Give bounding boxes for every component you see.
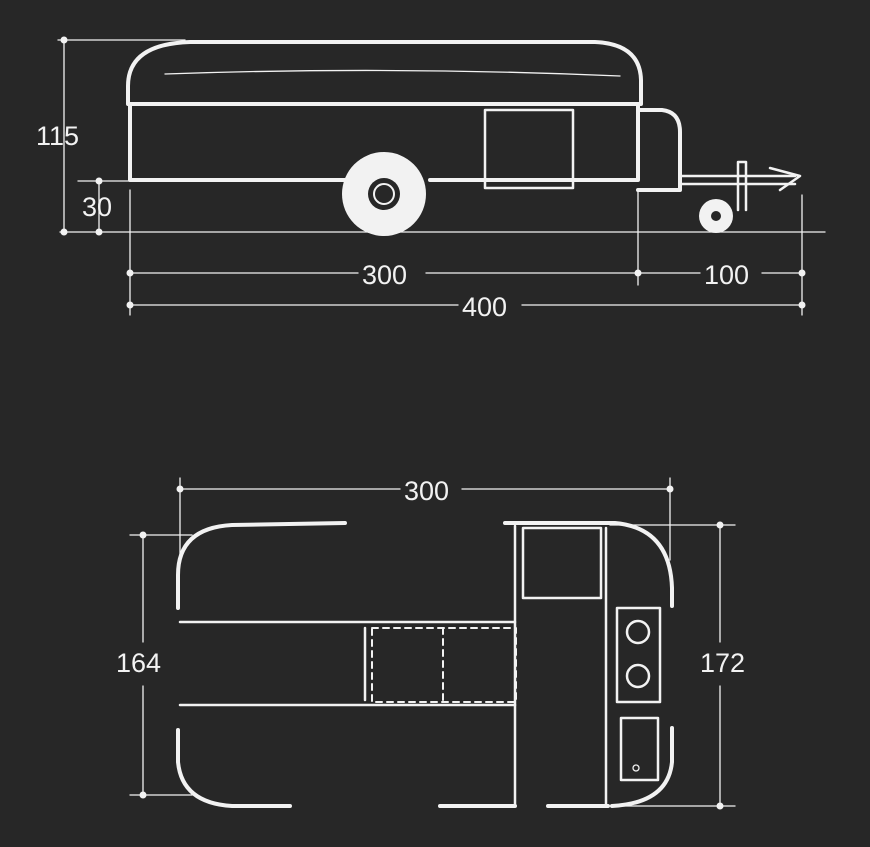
left-front-corner xyxy=(176,521,347,610)
body-length-label: 300 xyxy=(362,260,407,290)
body-length-dimension xyxy=(126,189,806,316)
clearance-dimension xyxy=(77,177,131,236)
roof-line xyxy=(164,69,621,77)
front-box xyxy=(636,108,682,192)
burner-2 xyxy=(625,663,651,689)
main-wheel xyxy=(342,152,426,236)
height-label: 115 xyxy=(36,121,79,151)
interior-width-dimension xyxy=(129,531,193,799)
right-top-wall xyxy=(503,521,674,608)
height-dimension xyxy=(57,36,186,236)
drawbar xyxy=(678,160,802,212)
total-length-dimension xyxy=(126,301,806,309)
drawbar-length-label: 100 xyxy=(704,260,749,290)
sink-drain xyxy=(632,764,640,772)
clearance-label: 30 xyxy=(82,192,112,222)
total-length-label: 400 xyxy=(462,292,507,322)
cabinet xyxy=(521,526,603,600)
side-elevation: 115 30 300 100 40 xyxy=(36,36,826,322)
left-rear-corner xyxy=(176,728,292,808)
interior-length-dimension xyxy=(176,477,674,561)
jockey-wheel xyxy=(699,199,733,233)
stove xyxy=(615,606,662,704)
sink xyxy=(619,716,660,782)
burner-1 xyxy=(625,619,651,645)
interior-width-label: 164 xyxy=(116,648,161,678)
exterior-width-dimension xyxy=(609,521,736,810)
exterior-width-label: 172 xyxy=(700,648,745,678)
trailer-body xyxy=(128,102,640,182)
interior-length-label: 300 xyxy=(404,476,449,506)
right-rear-corner xyxy=(610,726,674,808)
trailer-door xyxy=(483,108,575,190)
trailer-roof xyxy=(126,40,643,106)
plan-view: 300 164 172 xyxy=(116,476,745,810)
